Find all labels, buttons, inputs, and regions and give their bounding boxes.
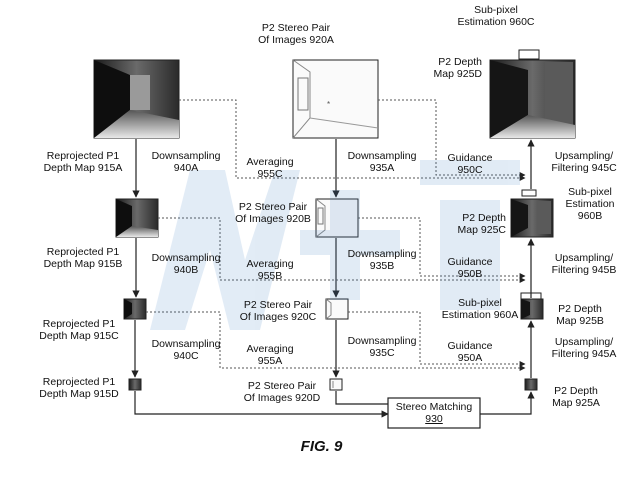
stereo-pair-920b-image bbox=[315, 198, 359, 238]
depth-map-915c-image bbox=[123, 298, 147, 320]
label-upsampling-945a: Upsampling/Filtering 945A bbox=[551, 336, 617, 360]
stereo-pair-920d-image bbox=[329, 378, 343, 391]
label-upsampling-945b: Upsampling/Filtering 945B bbox=[551, 252, 617, 276]
stereo-matching-box bbox=[387, 397, 481, 429]
stereo-matching-ref: 930 bbox=[425, 413, 443, 425]
depth-map-915a-image bbox=[93, 59, 180, 139]
stereo-pair-920a-image: * bbox=[292, 59, 379, 139]
stereo-matching-label: Stereo Matching 930 bbox=[388, 401, 480, 425]
label-upsampling-945c: Upsampling/Filtering 945C bbox=[551, 150, 617, 174]
stereo-pair-920c-image bbox=[325, 298, 349, 320]
depth-map-925a-image bbox=[524, 378, 538, 391]
figure-caption: FIG. 9 bbox=[300, 438, 343, 455]
watermark-logo bbox=[150, 160, 520, 330]
depth-map-915b-image bbox=[115, 198, 159, 238]
depth-map-925d-image bbox=[489, 49, 576, 139]
solid-arrows bbox=[131, 139, 535, 418]
svg-text:*: * bbox=[327, 100, 330, 109]
depth-map-915d-image bbox=[128, 378, 142, 391]
depth-map-925c-image bbox=[510, 189, 554, 238]
dotted-flows bbox=[146, 99, 526, 371]
